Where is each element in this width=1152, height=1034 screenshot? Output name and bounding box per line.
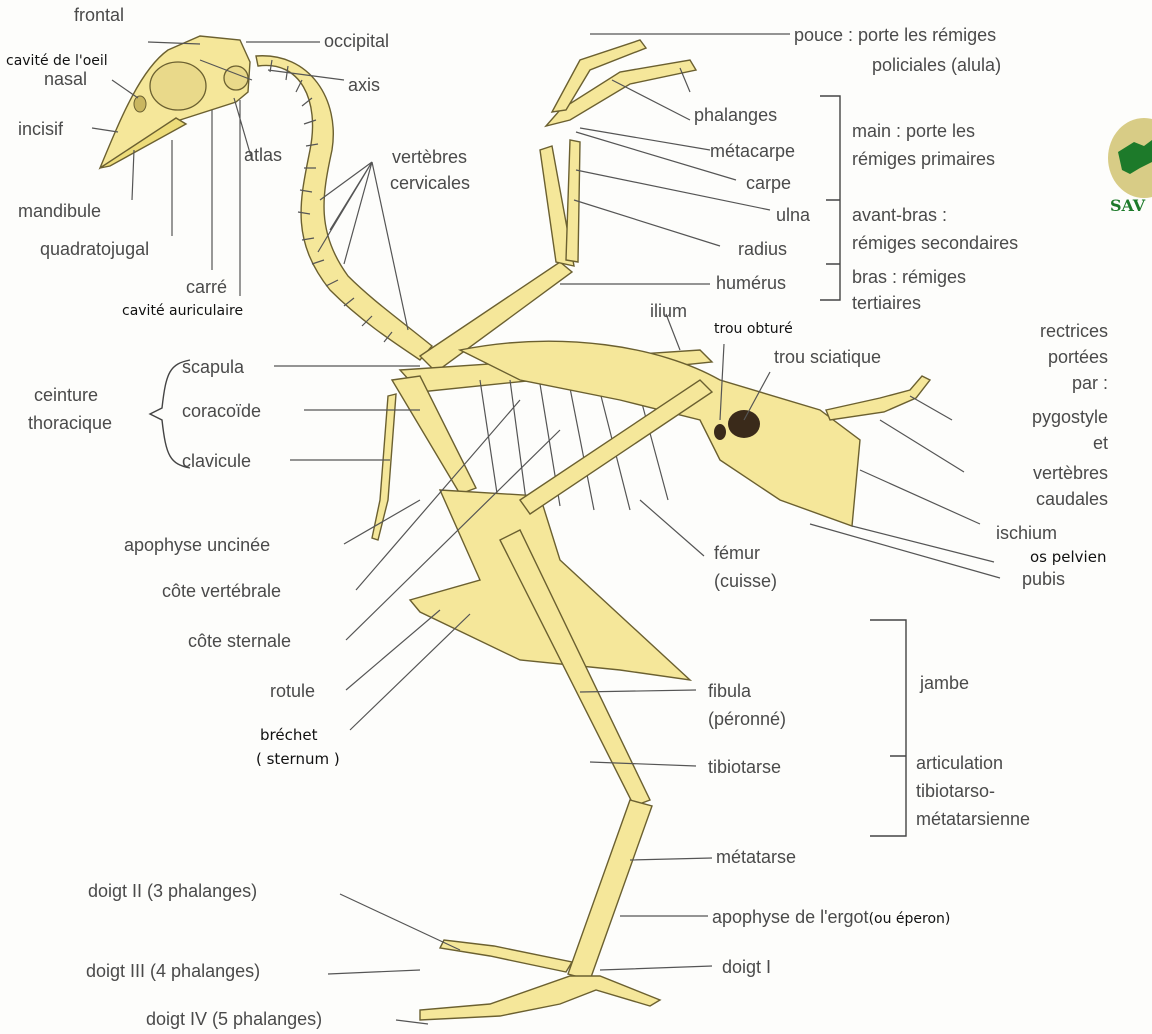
sternum [410, 490, 690, 680]
label-articulation-3: métatarsienne [916, 808, 1030, 830]
label-cervicales: cervicales [390, 172, 470, 194]
label-ulna: ulna [776, 204, 810, 226]
label-ischium: ischium [996, 522, 1057, 544]
label-occipital: occipital [324, 30, 389, 52]
label-phalanges: phalanges [694, 104, 777, 126]
label-cote-vertebrale: côte vertébrale [162, 580, 281, 602]
label-doigt-II: doigt II (3 phalanges) [88, 880, 257, 902]
label-pubis: pubis [1022, 568, 1065, 590]
label-vertebres: vertèbres [392, 146, 467, 168]
label-rectrices-7: caudales [1036, 488, 1108, 510]
label-ergot-main: apophyse de l'ergot [712, 907, 869, 927]
label-rectrices-6: vertèbres [1033, 462, 1108, 484]
label-jambe: jambe [920, 672, 969, 694]
logo: SAV [1104, 112, 1152, 222]
label-carre: carré [186, 276, 227, 298]
label-ou-eperon: (ou éperon) [869, 911, 951, 927]
label-quadratojugal: quadratojugal [40, 238, 149, 260]
label-rectrices-2: portées [1048, 346, 1108, 368]
label-bras-1: bras : rémiges [852, 266, 966, 288]
label-pouce-1: pouce : porte les rémiges [794, 24, 996, 46]
label-bras-2: tertiaires [852, 292, 921, 314]
label-metacarpe: métacarpe [710, 140, 795, 162]
skull [100, 36, 250, 168]
label-trou-obture: trou obturé [714, 318, 793, 340]
label-cavite-auriculaire: cavité auriculaire [122, 300, 243, 322]
label-fibula: fibula [708, 680, 751, 702]
label-femur: fémur [714, 542, 760, 564]
label-incisif: incisif [18, 118, 63, 140]
label-articulation-1: articulation [916, 752, 1003, 774]
label-mandibule: mandibule [18, 200, 101, 222]
label-nasal: nasal [44, 68, 87, 90]
label-scapula: scapula [182, 356, 244, 378]
label-atlas: atlas [244, 144, 282, 166]
label-trou-sciatique: trou sciatique [774, 346, 881, 368]
label-rectrices-3: par : [1072, 372, 1108, 394]
label-main-1: main : porte les [852, 120, 975, 142]
label-metatarse: métatarse [716, 846, 796, 868]
label-axis: axis [348, 74, 380, 96]
label-radius: radius [738, 238, 787, 260]
label-clavicule: clavicule [182, 450, 251, 472]
label-ceinture: ceinture [34, 384, 98, 406]
label-doigt-IV: doigt IV (5 phalanges) [146, 1008, 322, 1030]
label-doigt-I: doigt I [722, 956, 771, 978]
label-pouce-2: policiales (alula) [872, 54, 1001, 76]
label-rotule: rotule [270, 680, 315, 702]
label-doigt-III: doigt III (4 phalanges) [86, 960, 260, 982]
label-peronne: (péronné) [708, 708, 786, 730]
label-rectrices-5: et [1093, 432, 1108, 454]
label-tibiotarse: tibiotarse [708, 756, 781, 778]
label-avantbras-2: rémiges secondaires [852, 232, 1018, 254]
label-frontal: frontal [74, 4, 124, 26]
label-main-2: rémiges primaires [852, 148, 995, 170]
label-humerus: humérus [716, 272, 786, 294]
label-apophyse-ergot: apophyse de l'ergot(ou éperon) [712, 906, 950, 930]
label-brechet: bréchet [260, 724, 317, 746]
label-avantbras-1: avant-bras : [852, 204, 947, 226]
label-rectrices-1: rectrices [1040, 320, 1108, 342]
label-articulation-2: tibiotarso- [916, 780, 995, 802]
label-thoracique: thoracique [28, 412, 112, 434]
label-ilium: ilium [650, 300, 687, 322]
label-carpe: carpe [746, 172, 791, 194]
label-cuisse: (cuisse) [714, 570, 777, 592]
label-apophyse-uncinee: apophyse uncinée [124, 534, 270, 556]
label-sternum: ( sternum ) [256, 748, 340, 770]
logo-text: SAV [1110, 196, 1145, 215]
wing [420, 40, 696, 372]
label-cote-sternale: côte sternale [188, 630, 291, 652]
label-coracoide: coracoïde [182, 400, 261, 422]
label-rectrices-4: pygostyle [1032, 406, 1108, 428]
label-os-pelvien: os pelvien [1030, 546, 1106, 568]
